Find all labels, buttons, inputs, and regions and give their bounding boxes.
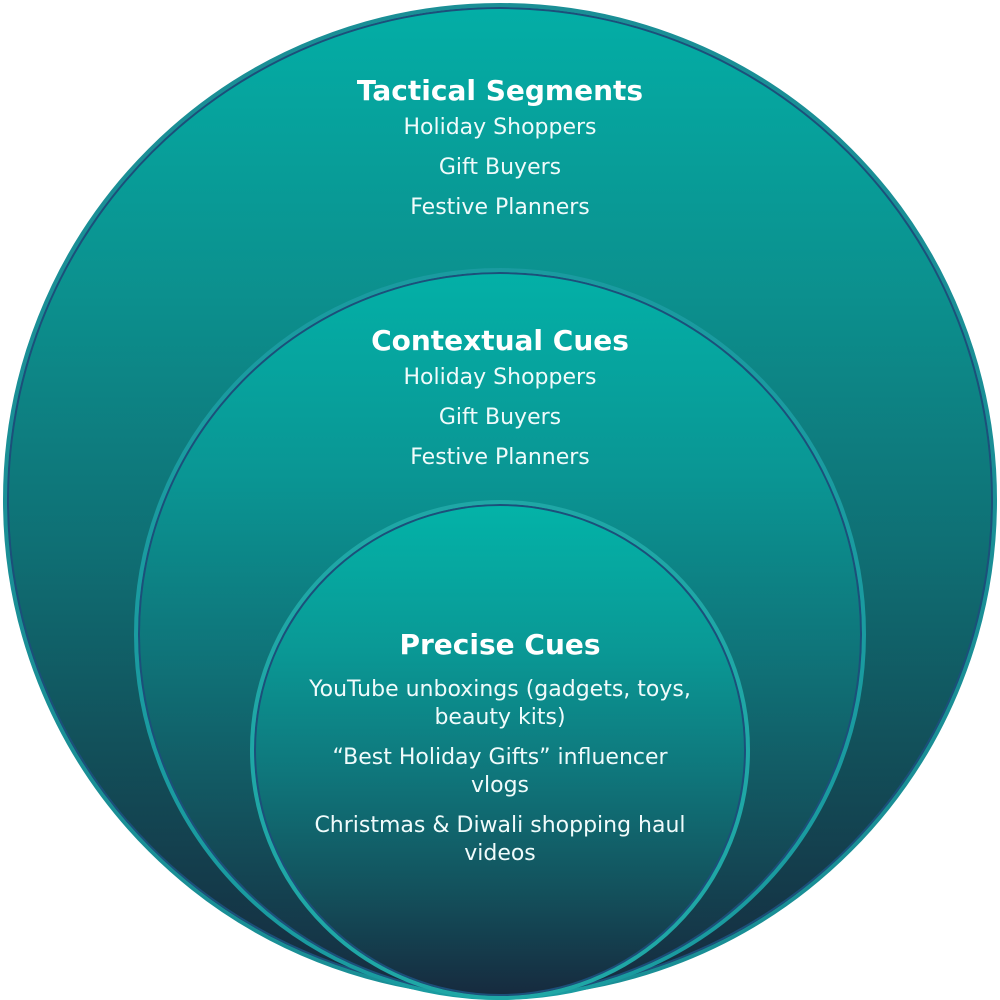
outer-layer-title: Tactical Segments xyxy=(356,74,644,107)
middle-layer-item: Festive Planners xyxy=(410,445,590,470)
middle-layer-text: Contextual Cues Holiday Shoppers Gift Bu… xyxy=(0,324,1000,484)
inner-layer-text: Precise Cues YouTube unboxings (gadgets,… xyxy=(0,628,1000,880)
outer-layer-text: Tactical Segments Holiday Shoppers Gift … xyxy=(0,74,1000,234)
outer-layer-item: Festive Planners xyxy=(410,195,590,220)
middle-layer-title: Contextual Cues xyxy=(371,324,629,357)
outer-layer-item: Gift Buyers xyxy=(438,155,562,180)
inner-layer-items: YouTube unboxings (gadgets, toys, beauty… xyxy=(305,676,695,868)
inner-layer-item: YouTube unboxings (gadgets, toys, beauty… xyxy=(309,677,691,730)
inner-layer-item: Christmas & Diwali shopping haul videos xyxy=(314,813,686,866)
inner-layer-item: “Best Holiday Gifts” influencer vlogs xyxy=(332,745,668,798)
outer-layer-item: Holiday Shoppers xyxy=(403,115,597,140)
inner-layer-title: Precise Cues xyxy=(399,628,601,661)
middle-layer-item: Holiday Shoppers xyxy=(403,365,597,390)
inner-circle xyxy=(250,500,750,1000)
middle-layer-item: Gift Buyers xyxy=(438,405,562,430)
